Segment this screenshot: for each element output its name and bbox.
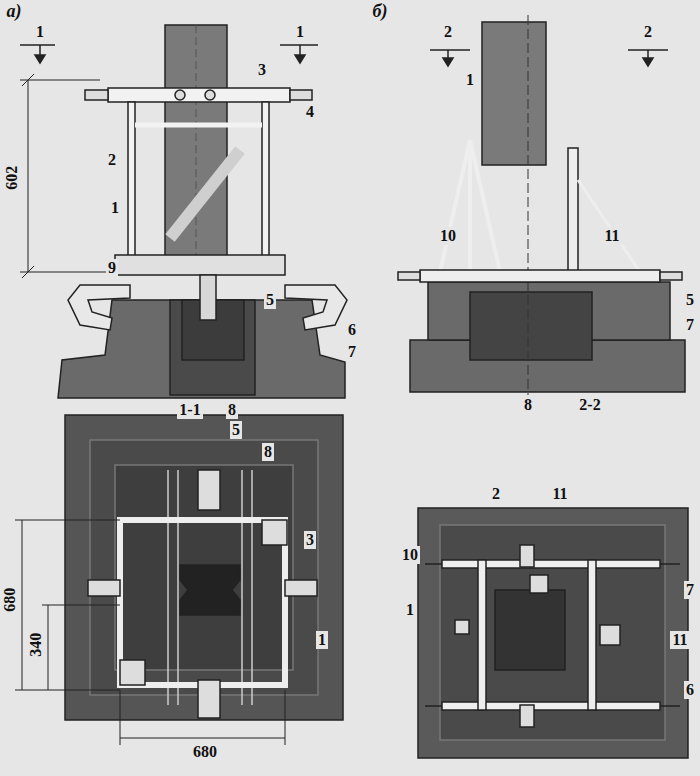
callout-number: 9: [106, 259, 118, 277]
callout-number: 1: [109, 199, 121, 217]
callout-number: 1: [294, 23, 306, 41]
callout-number: 11: [550, 485, 569, 503]
plan-a: [15, 415, 343, 745]
callout-number: 5: [264, 291, 276, 309]
callout-number: 2: [642, 23, 654, 41]
callout-number: 3: [256, 61, 268, 79]
callout-number: 7: [346, 343, 358, 361]
callout-number: 680: [191, 743, 219, 761]
elevation-a: [20, 25, 347, 398]
callout-number: 2: [490, 485, 502, 503]
callout-number: 11: [602, 227, 621, 245]
callout-number: 7: [684, 316, 696, 334]
callout-number: 10: [438, 227, 458, 245]
callout-number: 1-1: [177, 401, 202, 419]
callout-number: 8: [262, 443, 274, 461]
callout-number: 10: [400, 546, 420, 564]
callout-number: 340: [27, 631, 45, 659]
callout-number: 4: [304, 103, 316, 121]
plan-b: [418, 508, 688, 758]
callout-number: 6: [346, 321, 358, 339]
panel-label: а): [5, 2, 24, 22]
callout-number: 1: [404, 601, 416, 619]
panel-label: б): [371, 2, 390, 22]
callout-number: 2-2: [577, 396, 602, 414]
callout-number: 680: [1, 586, 19, 614]
callout-number: 602: [3, 164, 21, 192]
callout-number: 11: [670, 631, 689, 649]
callout-number: 5: [230, 421, 242, 439]
callout-number: 2: [442, 23, 454, 41]
callout-number: 1: [316, 631, 328, 649]
callout-number: 7: [684, 581, 696, 599]
callout-number: 6: [684, 681, 696, 699]
callout-number: 5: [684, 291, 696, 309]
callout-number: 2: [106, 151, 118, 169]
callout-number: 3: [304, 531, 316, 549]
callout-number: 1: [464, 71, 476, 89]
callout-number: 8: [226, 401, 238, 419]
callout-number: 8: [522, 396, 534, 414]
elevation-b: [398, 15, 685, 395]
callout-number: 1: [34, 23, 46, 41]
